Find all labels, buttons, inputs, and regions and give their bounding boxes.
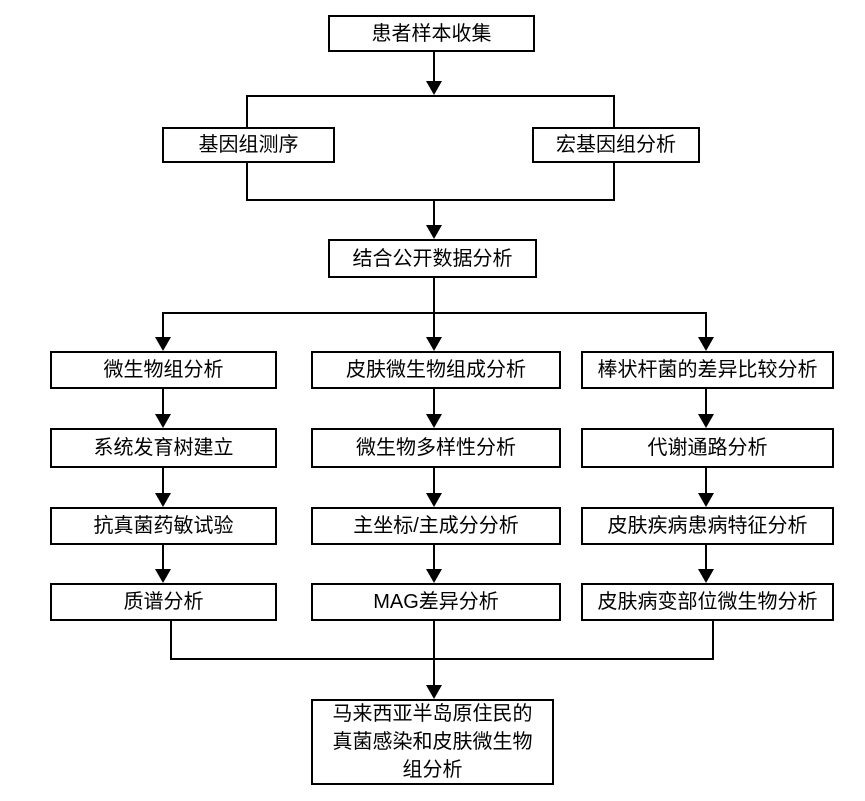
connector-merge-bar: [170, 658, 714, 660]
node-metabolic-pathway-analysis: 代谢通路分析: [581, 428, 834, 468]
arrow-down-icon: [698, 337, 714, 351]
connector-col1-shaft: [162, 389, 164, 416]
connector-col2-shaft: [433, 389, 435, 416]
connector-col2-shaft: [433, 545, 435, 571]
arrow-down-icon: [698, 414, 714, 428]
connector-merge-left-drop: [170, 621, 172, 660]
node-microbial-diversity-analysis: 微生物多样性分析: [311, 428, 561, 468]
node-genome-sequencing: 基因组测序: [162, 127, 335, 163]
arrow-down-icon: [426, 569, 442, 583]
connector-merge-center-shaft: [433, 621, 435, 687]
arrow-down-icon: [155, 493, 171, 507]
connector-col1-shaft: [162, 468, 164, 495]
node-mass-spectrometry-analysis: 质谱分析: [50, 583, 277, 621]
arrow-down-icon: [155, 569, 171, 583]
node-final-conclusion: 马来西亚半岛原住民的 真菌感染和皮肤微生物 组分析: [311, 699, 554, 785]
node-patient-sample-collection: 患者样本收集: [328, 15, 535, 52]
arrow-down-icon: [155, 414, 171, 428]
connector-col2-shaft: [433, 468, 435, 495]
node-phylogenetic-tree: 系统发育树建立: [50, 428, 277, 468]
connector-split-left-shaft: [162, 312, 164, 339]
node-public-data-analysis: 结合公开数据分析: [328, 239, 537, 278]
node-corynebacterium-comparison: 棒状杆菌的差异比较分析: [581, 351, 834, 389]
node-skin-microbiota-composition: 皮肤微生物组成分析: [311, 351, 561, 389]
node-skin-lesion-microbes: 皮肤病变部位微生物分析: [581, 583, 834, 621]
arrow-down-icon: [698, 493, 714, 507]
connector-merge-shaft: [433, 201, 435, 227]
arrow-down-icon: [426, 493, 442, 507]
connector-col3-shaft: [705, 389, 707, 416]
node-pcoa-pca-analysis: 主坐标/主成分分析: [311, 507, 561, 545]
node-microbiome-analysis: 微生物组分析: [50, 351, 277, 389]
arrow-down-icon: [426, 414, 442, 428]
arrow-down-icon: [426, 81, 442, 95]
node-mag-differential-analysis: MAG差异分析: [311, 583, 561, 621]
connector-split-right-shaft: [705, 312, 707, 339]
arrow-down-icon: [698, 569, 714, 583]
node-metagenome-analysis: 宏基因组分析: [532, 127, 700, 163]
connector-top-shaft: [433, 52, 435, 83]
node-skin-disease-prevalence: 皮肤疾病患病特征分析: [581, 507, 834, 545]
connector-col3-shaft: [705, 545, 707, 571]
connector-merge-right-drop: [712, 621, 714, 660]
arrow-down-icon: [426, 685, 442, 699]
connector-col1-shaft: [162, 545, 164, 571]
connector-split-bar: [163, 312, 707, 314]
connector-col3-shaft: [705, 468, 707, 495]
arrow-down-icon: [426, 337, 442, 351]
arrow-down-icon: [426, 225, 442, 239]
node-antifungal-susceptibility-test: 抗真菌药敏试验: [50, 507, 277, 545]
connector-split-center-shaft: [433, 278, 435, 339]
arrow-down-icon: [155, 337, 171, 351]
